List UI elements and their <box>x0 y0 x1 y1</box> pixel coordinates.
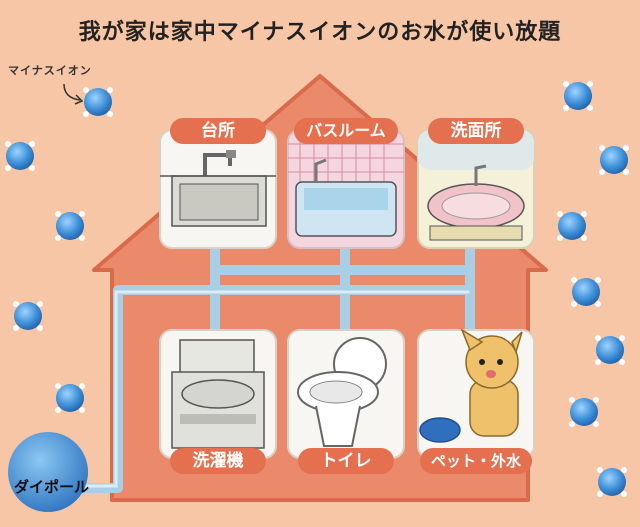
room-panel-kitchen <box>159 129 277 249</box>
room-label-toilet: トイレ <box>298 448 394 474</box>
room-panel-pet-outdoor <box>417 328 535 459</box>
room-label-laundry: 洗濯機 <box>170 448 266 474</box>
annotation-label: マイナスイオン <box>8 64 92 77</box>
dipole-label: ダイポール <box>14 478 90 496</box>
room-panel-bathroom <box>287 129 405 249</box>
page-title: 我が家は家中マイナスイオンのお水が使い放題 <box>78 20 562 45</box>
room-label-bathroom: バスルーム <box>294 118 398 144</box>
dipole-sphere <box>8 432 88 512</box>
room-label-washroom: 洗面所 <box>428 118 524 144</box>
annotation-arrow <box>63 83 81 101</box>
room-label-pet-outdoor: ペット・外水 <box>420 448 532 474</box>
room-panel-toilet <box>287 329 405 459</box>
room-panel-laundry <box>159 329 277 459</box>
negative-ions <box>5 81 629 497</box>
water-pipes <box>55 243 475 493</box>
room-label-kitchen: 台所 <box>170 118 266 144</box>
room-panel-washroom <box>417 129 535 249</box>
